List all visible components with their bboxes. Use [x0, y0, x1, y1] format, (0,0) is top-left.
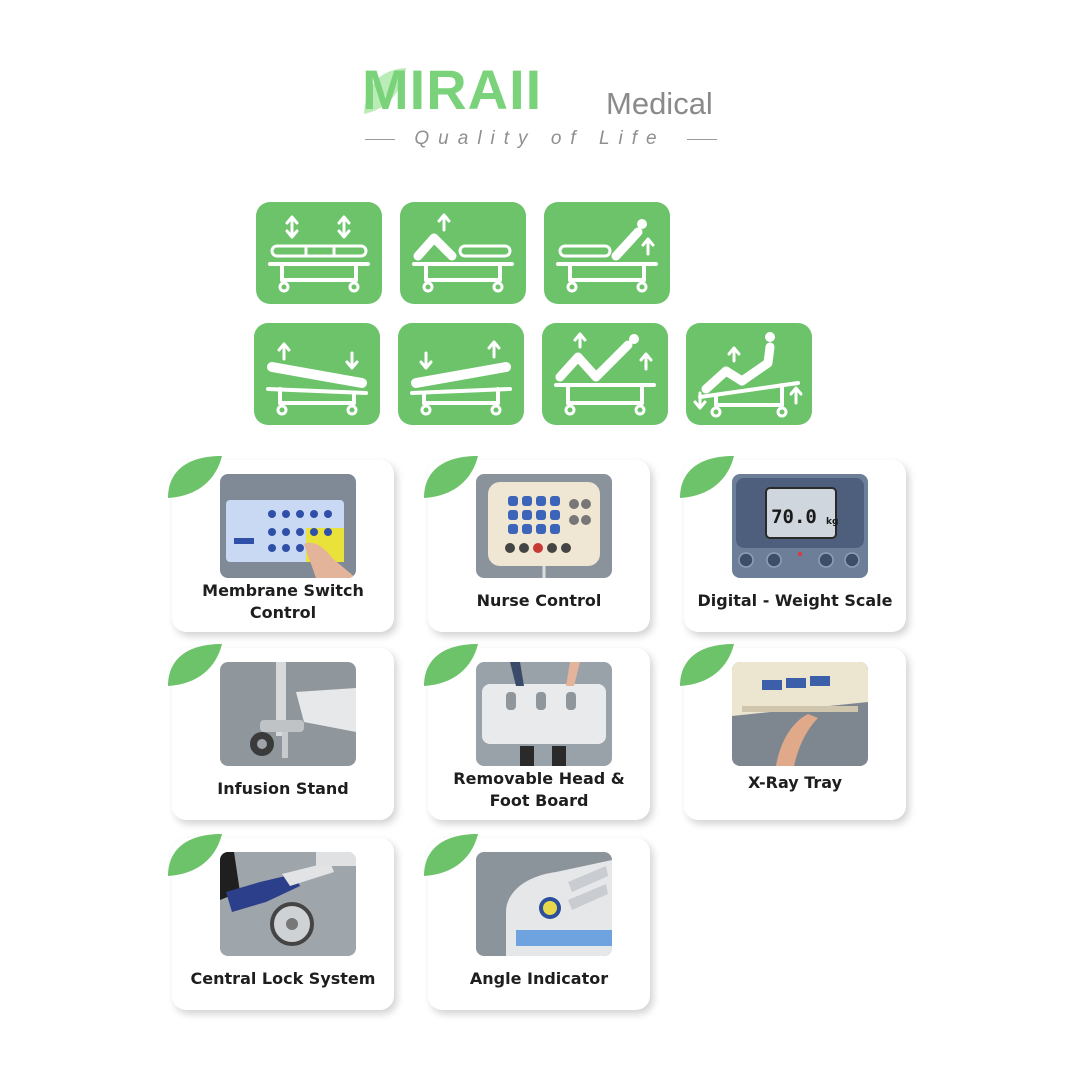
- leaf-icon: [424, 834, 478, 876]
- leaf-icon: [680, 456, 734, 498]
- feature-label: Angle Indicator: [469, 969, 609, 988]
- position-tile-4: [254, 323, 380, 425]
- brand-tagline: Quality of Life: [414, 128, 666, 149]
- feature-label: Nurse Control: [476, 591, 602, 610]
- feature-label: Central Lock System: [190, 969, 376, 988]
- leaf-icon: [424, 456, 478, 498]
- leaf-icon: [168, 644, 222, 686]
- leaf-icon: [424, 644, 478, 686]
- brand-suffix: Medical: [606, 86, 713, 121]
- weight-scale-photo: 70.0 kg: [732, 474, 868, 578]
- position-tile-6: [542, 323, 668, 425]
- leaf-icon: [680, 644, 734, 686]
- brand-logo: MIRAII Medical Quality of Life: [360, 58, 730, 158]
- feature-label: Infusion Stand: [217, 779, 349, 798]
- membrane-switch-photo: [220, 474, 356, 578]
- position-tile-5: [398, 323, 524, 425]
- nurse-control-photo: [476, 474, 612, 578]
- xray-tray-photo: [732, 662, 868, 766]
- leaf-icon: [168, 456, 222, 498]
- scale-unit: kg: [826, 517, 838, 527]
- position-tile-7: [686, 323, 812, 425]
- leaf-logo-icon: [364, 68, 406, 114]
- feature-card-weight-scale: 70.0 kg Digital - Weight Scale: [680, 456, 906, 632]
- bed-reverse-trendelenburg-icon: [410, 340, 512, 416]
- tagline-divider-right: [687, 139, 717, 140]
- bed-backrest-raise-icon: [412, 213, 514, 293]
- infusion-stand-photo: [220, 662, 356, 766]
- brand-name: MIRAII: [362, 58, 543, 121]
- feature-label: Membrane Switch Control: [202, 581, 364, 622]
- angle-indicator-photo: [476, 852, 612, 956]
- leaf-icon: [168, 834, 222, 876]
- position-tile-2: [400, 202, 526, 304]
- feature-card-xray-tray: X-Ray Tray: [680, 644, 906, 820]
- bed-chair-tilt-icon: [693, 332, 803, 418]
- bed-cardiac-chair-icon: [554, 332, 656, 416]
- tagline-divider-left: [365, 139, 395, 140]
- feature-card-infusion-stand: Infusion Stand: [168, 644, 394, 820]
- feature-card-membrane-switch: Membrane Switch Control: [168, 456, 394, 632]
- bed-height-adjust-icon: [268, 215, 370, 293]
- feature-card-head-foot-board: Removable Head & Foot Board: [424, 644, 650, 820]
- position-tile-1: [256, 202, 382, 304]
- feature-card-central-lock: Central Lock System: [168, 834, 394, 1010]
- position-tile-3: [544, 202, 670, 304]
- feature-label: X-Ray Tray: [747, 773, 843, 792]
- feature-card-angle-indicator: Angle Indicator: [424, 834, 650, 1010]
- central-lock-photo: [220, 852, 356, 956]
- bed-trendelenburg-icon: [266, 342, 368, 416]
- head-foot-board-photo: [476, 662, 612, 766]
- feature-card-nurse-control: Nurse Control: [424, 456, 650, 632]
- feature-label: Removable Head & Foot Board: [453, 769, 625, 810]
- bed-leg-raise-icon: [556, 219, 658, 293]
- scale-readout: 70.0: [771, 506, 817, 528]
- feature-label: Digital - Weight Scale: [697, 591, 893, 610]
